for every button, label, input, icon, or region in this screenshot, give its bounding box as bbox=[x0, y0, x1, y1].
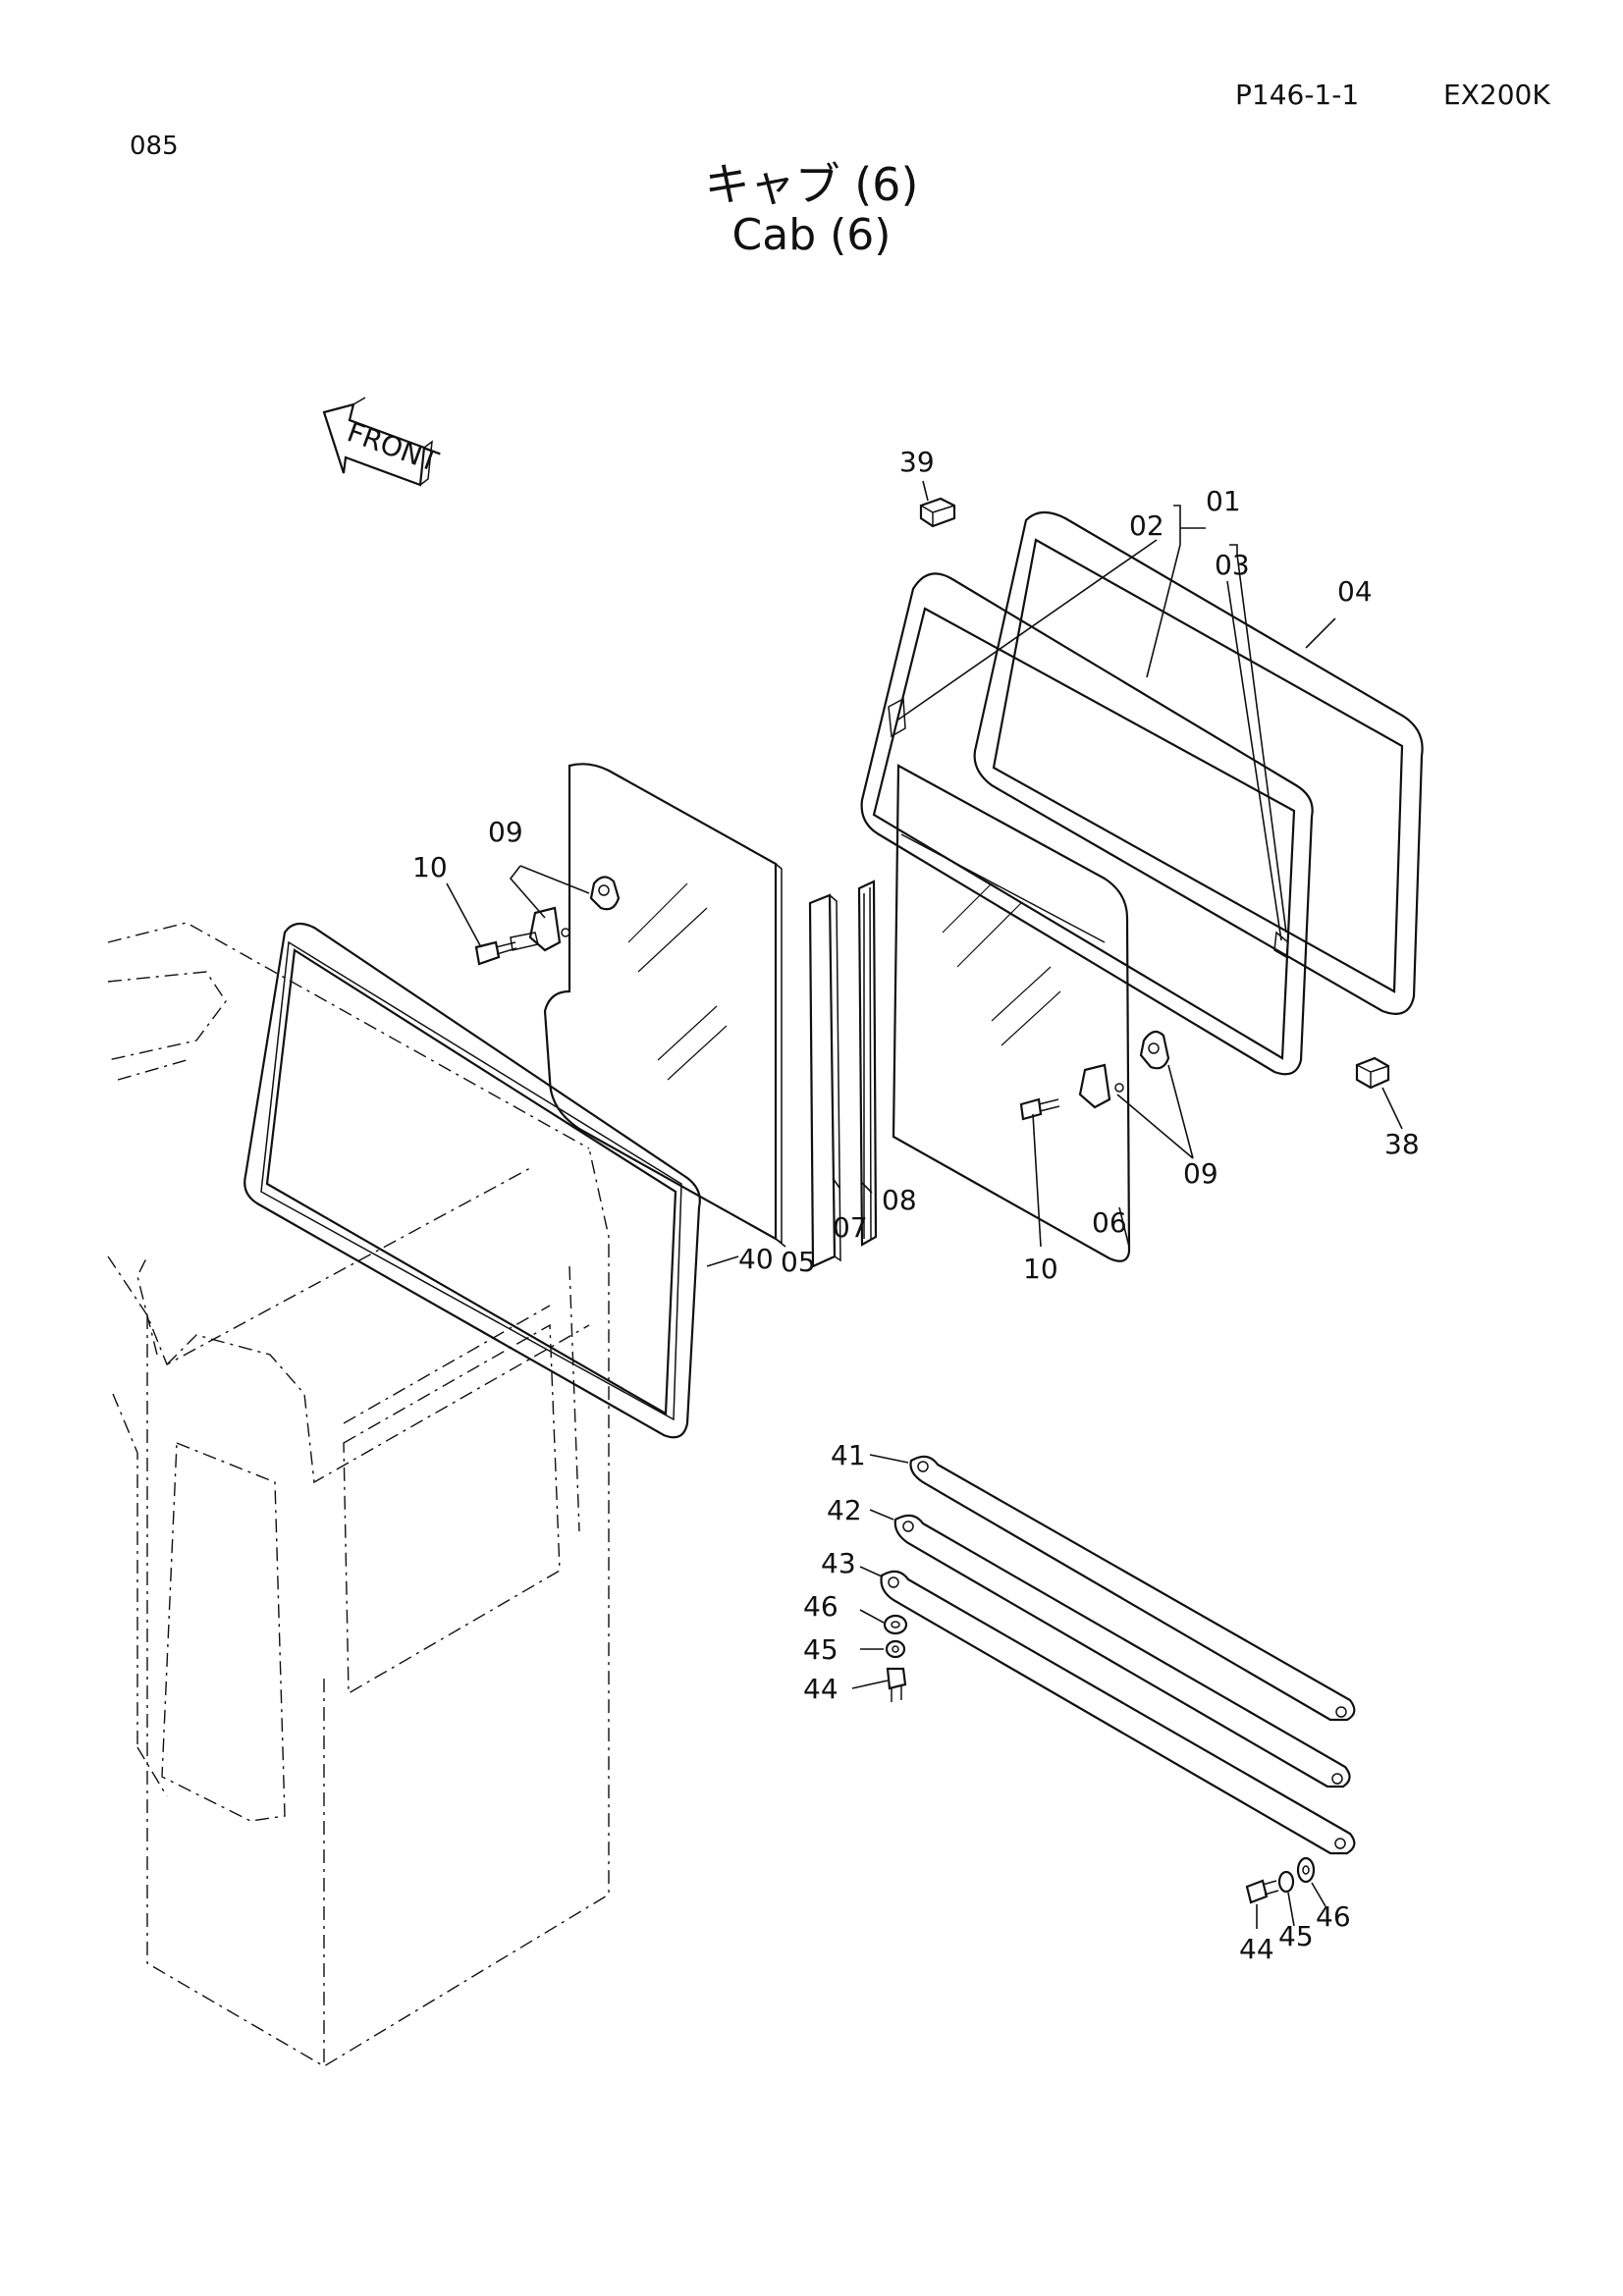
callout-44-left: 44 bbox=[803, 1673, 839, 1705]
front-arrow-icon: FRONT bbox=[322, 397, 443, 487]
front-label: FRONT bbox=[343, 415, 443, 478]
part-01-window-frame bbox=[860, 572, 1314, 1076]
part-45-washer-left bbox=[885, 1639, 906, 1659]
callout-08: 08 bbox=[882, 1184, 917, 1216]
callout-42: 42 bbox=[827, 1494, 862, 1526]
part-41-stay bbox=[909, 1455, 1356, 1722]
part-44-bolt-left bbox=[886, 1667, 907, 1702]
callout-10-right: 10 bbox=[1023, 1253, 1058, 1285]
title-english: Cab (6) bbox=[731, 210, 892, 260]
callout-09-left: 09 bbox=[488, 816, 523, 848]
part-42-stay bbox=[893, 1514, 1351, 1789]
title-japanese: キャブ (6) bbox=[704, 158, 919, 211]
part-06-glass-panel bbox=[892, 764, 1131, 1262]
part-43-stay bbox=[880, 1570, 1356, 1855]
callout-labels: 01 02 03 04 39 38 09 10 40 05 07 08 06 1… bbox=[412, 446, 1420, 1965]
callout-05: 05 bbox=[781, 1246, 816, 1278]
callout-46-right: 46 bbox=[1316, 1900, 1351, 1933]
part-40-weatherstrip bbox=[243, 922, 701, 1439]
callout-09-right: 09 bbox=[1183, 1157, 1218, 1190]
callout-06: 06 bbox=[1092, 1206, 1127, 1239]
callout-04: 04 bbox=[1337, 575, 1373, 608]
part-08-seal bbox=[857, 880, 878, 1247]
leader-lines bbox=[446, 480, 1403, 1929]
part-10-bolt-right bbox=[1019, 1097, 1060, 1121]
callout-03: 03 bbox=[1215, 549, 1250, 581]
callout-39: 39 bbox=[899, 446, 935, 478]
callout-38: 38 bbox=[1384, 1128, 1420, 1160]
cab-body-outline bbox=[107, 922, 610, 2067]
callout-45-left: 45 bbox=[803, 1633, 839, 1666]
part-10-bolt-left bbox=[474, 940, 517, 966]
model-code: EX200K bbox=[1443, 79, 1550, 111]
part-38-block bbox=[1355, 1056, 1390, 1090]
callout-45-right: 45 bbox=[1278, 1920, 1314, 1952]
part-44-bolt-right bbox=[1245, 1879, 1279, 1904]
callout-07: 07 bbox=[833, 1211, 868, 1244]
callout-46-left: 46 bbox=[803, 1590, 839, 1623]
part-45-washer-right bbox=[1277, 1870, 1295, 1894]
callout-10-left: 10 bbox=[412, 851, 448, 883]
page-number: 085 bbox=[130, 132, 179, 161]
part-46-washer-right bbox=[1296, 1856, 1316, 1884]
part-09-latch-left bbox=[510, 876, 621, 952]
part-07-seal bbox=[808, 893, 841, 1268]
part-05-glass-panel bbox=[543, 763, 783, 1245]
part-39-block bbox=[919, 497, 956, 528]
part-46-washer-left bbox=[883, 1614, 908, 1635]
callout-43: 43 bbox=[821, 1547, 856, 1579]
callout-40: 40 bbox=[738, 1243, 774, 1275]
part-04-outer-frame bbox=[973, 510, 1424, 1015]
callout-01: 01 bbox=[1206, 485, 1241, 517]
callout-02: 02 bbox=[1129, 509, 1164, 542]
page-code: P146-1-1 bbox=[1235, 79, 1360, 111]
part-09-latch-right bbox=[1078, 1030, 1170, 1109]
callout-41: 41 bbox=[831, 1439, 866, 1471]
callout-44-right: 44 bbox=[1239, 1933, 1274, 1965]
